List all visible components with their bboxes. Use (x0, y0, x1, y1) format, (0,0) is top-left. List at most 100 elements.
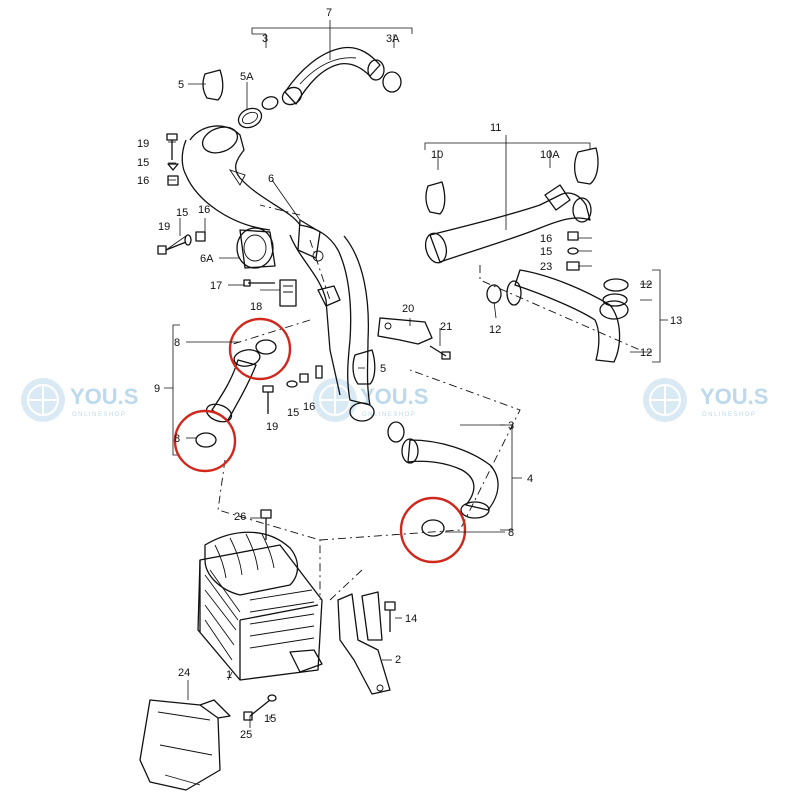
nut-23 (566, 261, 580, 271)
washer-15-bottom (267, 694, 277, 702)
label-13: 13 (670, 315, 682, 327)
oring-12-a (486, 284, 502, 304)
label-20: 20 (402, 303, 414, 315)
watermark-sub-center: ONLINESHOP (362, 412, 416, 418)
label-19-lower: 19 (266, 421, 278, 433)
clamp-3-mid (349, 402, 375, 422)
label-2: 2 (395, 654, 401, 666)
bracket-mid (317, 285, 341, 307)
label-5a: 5A (240, 71, 254, 83)
intercooler-1 (197, 531, 323, 681)
label-16-upper: 16 (137, 175, 149, 187)
label-3-lower: 3 (508, 420, 514, 432)
label-3a: 3A (386, 33, 400, 45)
oring-8-a (255, 339, 277, 355)
oring-8-c (421, 519, 445, 537)
label-16-mid: 16 (198, 204, 210, 216)
oring-8-b (195, 432, 217, 448)
label-17: 17 (210, 280, 222, 292)
label-18: 18 (250, 301, 262, 313)
label-7: 7 (326, 7, 332, 19)
washer-15-mid (184, 234, 192, 246)
washer-15-right (567, 247, 579, 255)
label-15-right: 15 (540, 246, 552, 258)
part-labels: 7 3 3A 5 5A 19 15 16 6 15 16 19 6A 17 18… (137, 7, 682, 741)
nut-16-mid (195, 231, 206, 242)
label-14: 14 (405, 613, 417, 625)
duct-24 (139, 699, 231, 791)
highlight-circles (173, 317, 467, 564)
watermark-brand-center: YOU.S (360, 384, 428, 409)
clamp-3a-top (382, 71, 402, 93)
pipe-6 (181, 125, 371, 406)
washer-15-upper (167, 163, 179, 171)
label-12-lower: 12 (640, 347, 652, 359)
watermark-brand-left: YOU.S (70, 384, 138, 409)
assembly-centerlines (217, 204, 641, 601)
bolt-19-upper (166, 133, 178, 160)
group-brackets (164, 20, 668, 531)
label-5-top: 5 (178, 79, 184, 91)
watermark-sub-right: ONLINESHOP (702, 412, 756, 418)
label-12-left: 12 (489, 324, 501, 336)
gasket-10 (425, 181, 446, 215)
label-24: 24 (178, 667, 190, 679)
label-8-upper: 8 (174, 337, 180, 349)
nut-16-upper (167, 175, 179, 186)
watermark-left: YOU.S ONLINESHOP (21, 378, 138, 422)
highlight-oring-8-upper (228, 317, 292, 381)
clamp-5a (237, 107, 263, 129)
highlight-oring-8-right (399, 496, 467, 564)
bolt-14 (384, 601, 396, 632)
nut-16-right (567, 231, 579, 241)
label-3-top: 3 (262, 33, 268, 45)
label-25: 25 (240, 729, 252, 741)
label-19-upper: 19 (137, 138, 149, 150)
gasket-10a (573, 147, 599, 185)
label-16-right: 16 (540, 233, 552, 245)
label-6a: 6A (200, 253, 214, 265)
watermark-right: YOU.S ONLINESHOP (643, 378, 768, 422)
leader-lines (165, 82, 652, 728)
label-26: 26 (234, 511, 246, 523)
label-8-right: 8 (508, 527, 514, 539)
label-15-bottom: 15 (264, 713, 276, 725)
label-16-lower: 16 (303, 401, 315, 413)
label-15-upper: 15 (137, 157, 149, 169)
label-11: 11 (490, 122, 501, 134)
label-10a: 10A (540, 149, 560, 161)
label-9: 9 (154, 383, 160, 395)
gasket-5-mid (352, 349, 376, 385)
clamp-3-lower (387, 421, 405, 443)
oring-12-b (603, 278, 629, 292)
label-21: 21 (440, 321, 452, 333)
label-5-mid: 5 (380, 363, 386, 375)
label-10: 10 (431, 149, 443, 161)
highlight-oring-8-left (173, 409, 237, 473)
nut-16-lower (299, 373, 309, 383)
label-8-left: 8 (174, 433, 180, 445)
bolt-17 (243, 279, 275, 287)
label-23: 23 (540, 261, 552, 273)
flange-6a (236, 227, 276, 269)
washer-15-lower (286, 380, 298, 388)
hose-13 (506, 269, 629, 363)
bolt-19-lower (262, 385, 274, 414)
hose-4 (401, 438, 499, 519)
bolt-19-mid (157, 241, 187, 255)
sensor-18 (279, 279, 297, 307)
watermark-brand-right: YOU.S (700, 384, 768, 409)
bolt-26 (260, 509, 272, 540)
pipe-11 (424, 184, 592, 264)
bolt-21 (429, 345, 451, 360)
clamp-3-top (261, 96, 279, 110)
label-15-mid: 15 (176, 207, 188, 219)
label-6: 6 (268, 173, 274, 185)
watermark-sub-left: ONLINESHOP (72, 412, 126, 418)
bracket-20 (377, 317, 433, 345)
label-4: 4 (527, 473, 533, 485)
gasket-5-top (202, 69, 224, 101)
oring-12-c (602, 293, 628, 307)
watermark-center: YOU.S ONLINESHOP (313, 378, 428, 422)
